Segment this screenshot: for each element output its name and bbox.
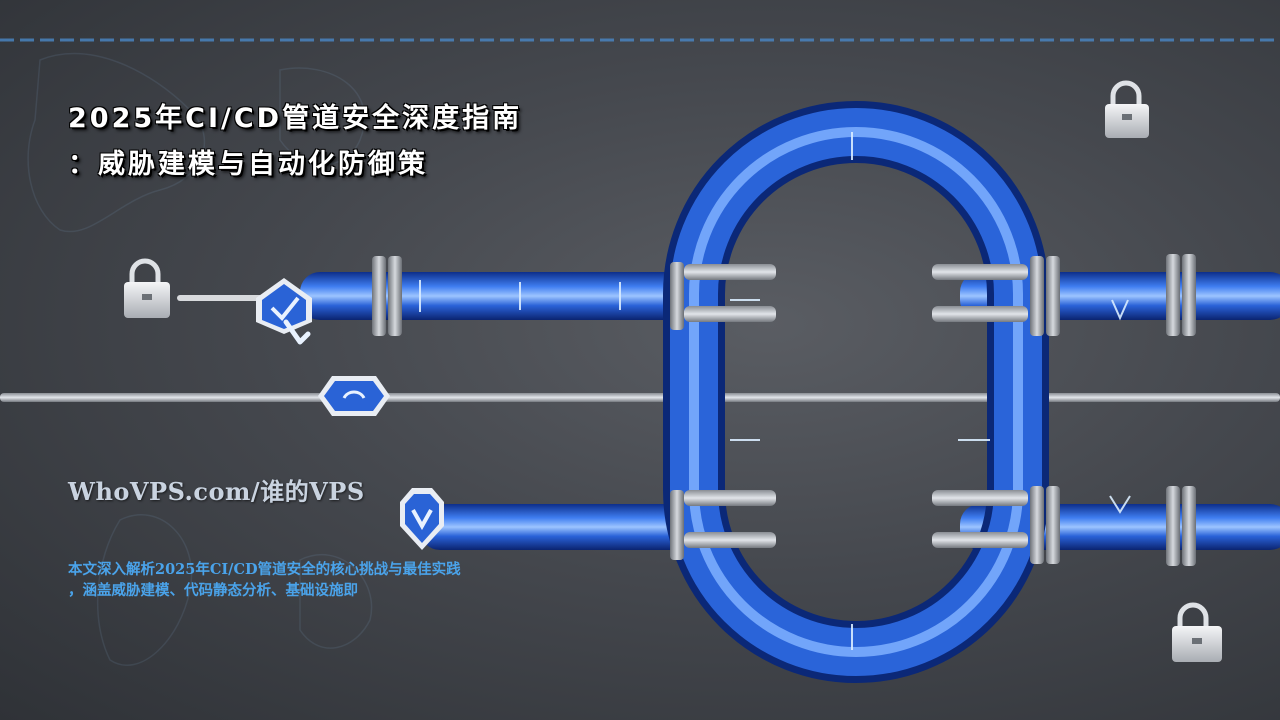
pipe-lower-left: [420, 504, 700, 550]
article-summary: 本文深入解析2025年CI/CD管道安全的核心挑战与最佳实践 ，涵盖威胁建模、代…: [68, 559, 588, 601]
flanges: [372, 254, 1196, 566]
padlock-icon: [124, 258, 170, 318]
pipe-upper-left: [300, 272, 700, 320]
padlock-icon: [1105, 80, 1149, 138]
shield-check-icon: [256, 278, 312, 345]
loop-pipe: [663, 101, 1049, 683]
shield-v-icon: [400, 488, 444, 550]
page-title-line-1: 2025年CI/CD管道安全深度指南: [68, 103, 523, 134]
brand-label: WhoVPS.com/谁的VPS: [68, 477, 365, 506]
summary-line-1: 本文深入解析2025年CI/CD管道安全的核心挑战与最佳实践: [68, 561, 461, 578]
world-map-backdrop: [27, 52, 373, 666]
summary-line-2: ，涵盖威胁建模、代码静态分析、基础设施即: [68, 582, 358, 599]
page-title: 2025年CI/CD管道安全深度指南 ：威胁建模与自动化防御策: [68, 96, 588, 188]
padlock-icon: [1172, 602, 1222, 662]
shield-badge-icon: [318, 376, 390, 416]
rail-middle: [0, 393, 1280, 402]
page-title-line-2: ：威胁建模与自动化防御策: [68, 149, 428, 180]
pipe-markings: [419, 132, 1131, 650]
